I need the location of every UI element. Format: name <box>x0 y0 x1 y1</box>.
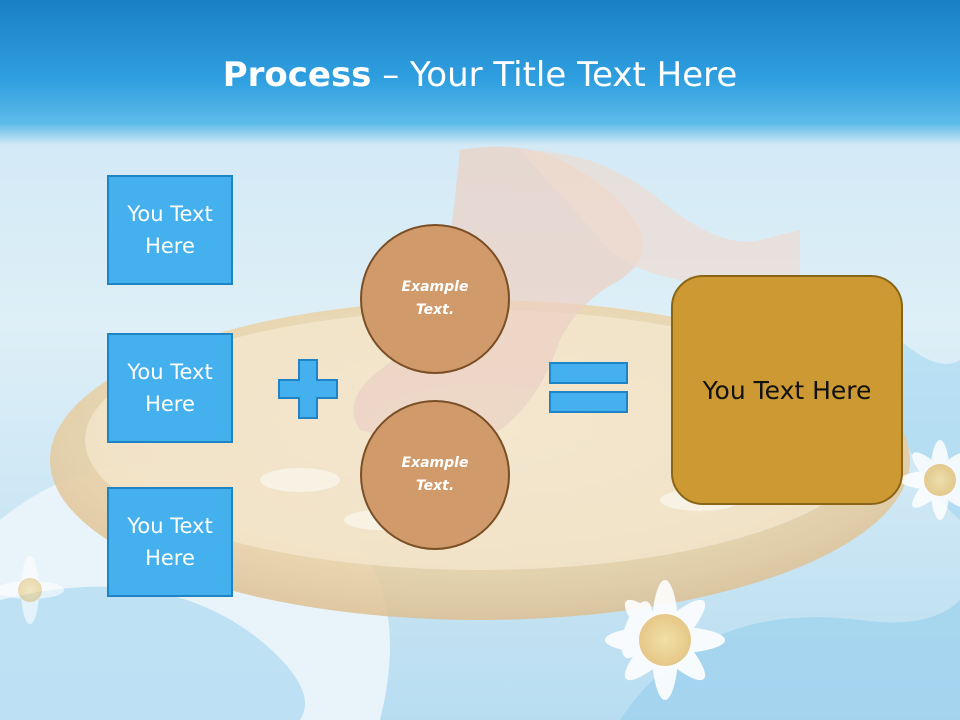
text-box-3[interactable]: You Text Here <box>107 487 233 597</box>
text-box-3-label: You Text Here <box>127 514 213 570</box>
result-box[interactable]: You Text Here <box>671 275 903 505</box>
title-rest: – Your Title Text Here <box>371 55 738 95</box>
example-circle-1-label: Example Text. <box>401 279 469 318</box>
slide-title: Process – Your Title Text Here <box>0 50 960 100</box>
title-bold: Process <box>222 55 372 95</box>
equals-icon <box>549 362 628 413</box>
text-box-2-label: You Text Here <box>127 360 213 416</box>
plus-icon <box>278 359 338 419</box>
title-band <box>0 0 960 145</box>
text-box-1[interactable]: You Text Here <box>107 175 233 285</box>
example-circle-2[interactable]: Example Text. <box>360 400 510 550</box>
result-box-label: You Text Here <box>702 375 872 405</box>
text-box-1-label: You Text Here <box>127 202 213 258</box>
example-circle-1[interactable]: Example Text. <box>360 224 510 374</box>
example-circle-2-label: Example Text. <box>401 455 469 494</box>
text-box-2[interactable]: You Text Here <box>107 333 233 443</box>
